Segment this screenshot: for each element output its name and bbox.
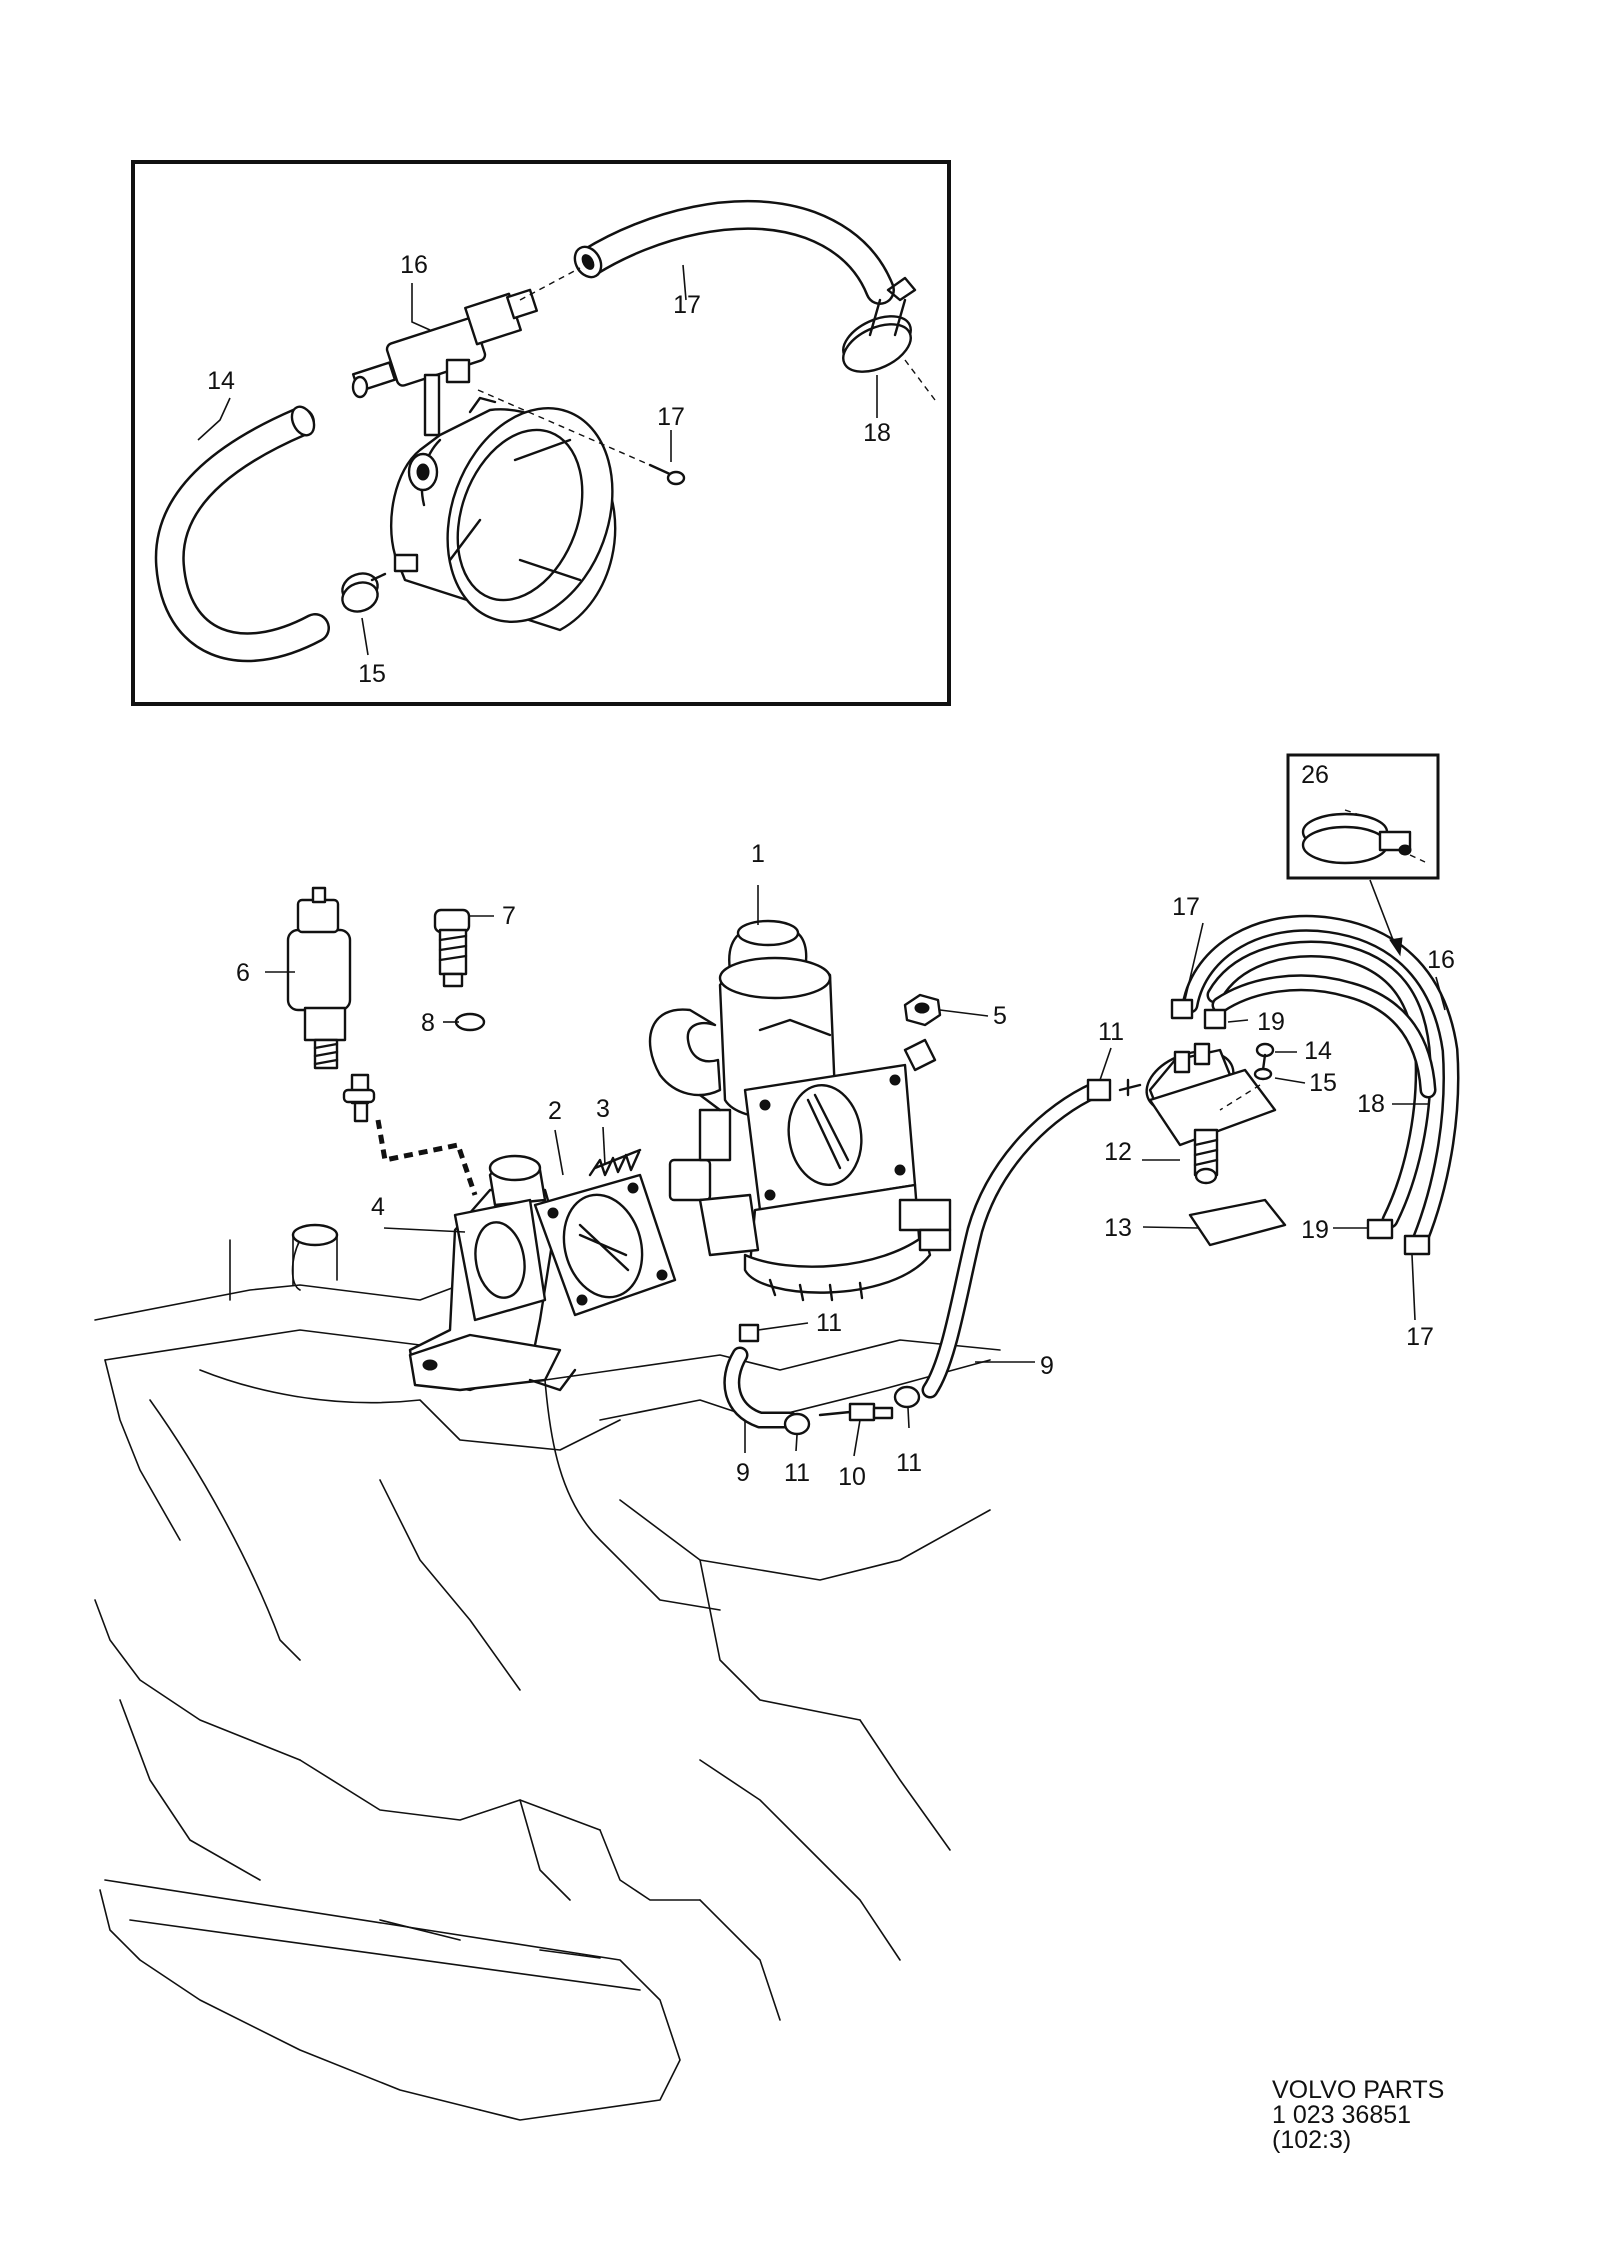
clamp-25 xyxy=(842,276,936,401)
callout-25: 18 xyxy=(863,419,891,447)
callout-23: 17 xyxy=(657,403,685,431)
nut-5 xyxy=(903,993,942,1027)
callout-3: 3 xyxy=(596,1095,610,1123)
callout-11-top-right: 11 xyxy=(1098,1018,1124,1046)
housing xyxy=(389,396,617,632)
callout-17-bottom: 17 xyxy=(1406,1323,1434,1351)
pump-12 xyxy=(1118,1042,1277,1185)
guide-6-4 xyxy=(375,1119,478,1196)
callout-9-main: 9 xyxy=(1040,1352,1054,1380)
callout-22: 16 xyxy=(400,251,428,279)
plate-2 xyxy=(533,1173,677,1317)
callout-18: 18 xyxy=(1357,1090,1385,1118)
inset-26-frame xyxy=(1286,753,1440,880)
callout-15: 15 xyxy=(1309,1069,1337,1097)
valve-22 xyxy=(351,288,539,437)
sensor-6 xyxy=(286,886,376,1123)
clamp-21 xyxy=(341,572,387,613)
callout-1: 1 xyxy=(751,840,765,868)
callout-12: 12 xyxy=(1104,1138,1132,1166)
gasket-13 xyxy=(1188,1198,1287,1247)
washer-8 xyxy=(454,1012,486,1032)
callout-20: 14 xyxy=(207,367,235,395)
callout-4: 4 xyxy=(371,1193,385,1221)
footer-line-3: (102:3) xyxy=(1272,2126,1351,2154)
hose-20 xyxy=(154,405,330,663)
screw-23 xyxy=(477,389,686,486)
callout-17-top: 17 xyxy=(1172,893,1200,921)
footer: VOLVO PARTS 1 023 36851 (102:3) xyxy=(1272,2076,1444,2154)
callout-21: 15 xyxy=(358,660,386,688)
callout-13: 13 xyxy=(1104,1214,1132,1242)
callout-6: 6 xyxy=(236,959,250,987)
clamp-11 xyxy=(738,1078,1112,1436)
callout-5: 5 xyxy=(993,1002,1007,1030)
callouts: 16 14 17 17 18 15 26 1 5 6 7 8 4 2 3 11 … xyxy=(207,251,1455,1491)
callout-11-top-left: 11 xyxy=(816,1309,842,1337)
inset-detail xyxy=(131,160,951,706)
footer-line-1: VOLVO PARTS xyxy=(1272,2076,1444,2104)
carburettor-1 xyxy=(648,919,952,1302)
callout-9-short: 9 xyxy=(736,1459,750,1487)
footer-line-2: 1 023 36851 xyxy=(1272,2101,1411,2129)
callout-7: 7 xyxy=(502,902,516,930)
callout-10: 10 xyxy=(838,1463,866,1491)
nipple-10 xyxy=(818,1402,894,1422)
hose-24 xyxy=(519,200,895,305)
inset-26 xyxy=(1286,753,1440,957)
hoses-16-18 xyxy=(1170,914,1460,1256)
callout-19-top: 19 xyxy=(1257,1008,1285,1036)
callout-14: 14 xyxy=(1304,1037,1332,1065)
bolt-7 xyxy=(433,908,471,988)
callout-11-bottom-left: 11 xyxy=(784,1459,810,1487)
hose-9-short xyxy=(723,1346,799,1429)
flange-4 xyxy=(408,1154,577,1392)
leader-lines xyxy=(197,264,1446,1457)
inset-frame xyxy=(131,160,951,706)
callout-24: 17 xyxy=(673,291,701,319)
callout-26: 26 xyxy=(1301,761,1329,789)
hose-9 xyxy=(921,1081,1104,1399)
spring-3 xyxy=(588,1148,642,1177)
callout-16: 16 xyxy=(1427,946,1455,974)
bolt-14 xyxy=(1219,1042,1275,1111)
callout-8: 8 xyxy=(421,1009,435,1037)
callout-2: 2 xyxy=(548,1097,562,1125)
callout-11-bottom-right: 11 xyxy=(896,1449,922,1477)
callout-19-bottom: 19 xyxy=(1301,1216,1329,1244)
